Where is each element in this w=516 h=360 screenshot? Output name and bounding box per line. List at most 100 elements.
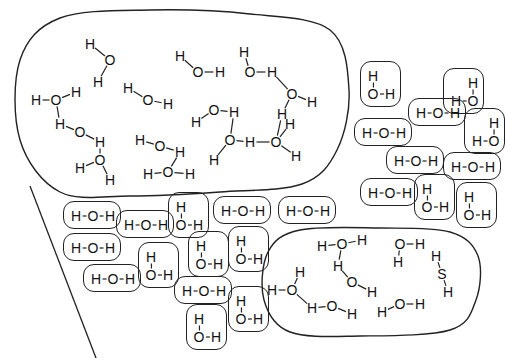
bond-line <box>103 278 107 279</box>
atom-symbol: O <box>209 103 220 117</box>
atom-symbol: H <box>146 250 156 264</box>
water-molecule: HOH <box>228 226 270 272</box>
bond-line <box>146 142 154 144</box>
molecule-bonds <box>169 193 211 239</box>
molecule-bonds <box>415 175 457 221</box>
atom-symbol: H <box>105 173 115 187</box>
atom-symbol: H <box>347 307 357 321</box>
atom-symbol: O <box>88 241 99 255</box>
atom-symbol: H <box>71 241 81 255</box>
atom-symbol: H <box>481 208 491 222</box>
atom-symbol: H <box>236 234 246 248</box>
bond-line <box>380 192 384 193</box>
bond-line <box>154 172 161 174</box>
atom-symbol: O <box>225 133 236 147</box>
atom-symbol: H <box>307 95 317 109</box>
atom-symbol: H <box>93 75 103 89</box>
atom-symbol: H <box>91 272 101 286</box>
water-molecule: HOH <box>360 61 402 107</box>
bond-line <box>174 172 183 174</box>
atom-symbol: H <box>333 259 343 273</box>
water-molecule: HOH <box>414 174 456 220</box>
bond-line <box>379 93 383 94</box>
atom-symbol: O <box>236 252 247 266</box>
bond-line <box>463 166 467 167</box>
atom-symbol: O <box>411 154 422 168</box>
atom-symbol: H <box>85 37 95 51</box>
bond-line <box>445 112 449 113</box>
atom-symbol: H <box>135 133 145 147</box>
atom-symbol: O <box>395 297 406 311</box>
atom-symbol: H <box>209 153 219 167</box>
atom-symbol: O <box>194 330 205 344</box>
atom-symbol: H <box>317 239 327 253</box>
bond-line <box>220 110 227 112</box>
bond-line <box>475 214 479 215</box>
atom-symbol: O <box>146 268 157 282</box>
molecule-bonds <box>258 224 484 338</box>
bond-line <box>207 263 211 264</box>
bond-line <box>281 146 290 153</box>
atom-symbol: O <box>368 87 379 101</box>
water-cluster: HOHHOHHOHHOHHOHHOHHOHHOHHOHHOHHOHHOHHOH <box>15 5 350 200</box>
bond-line <box>134 91 143 96</box>
bond-line <box>194 290 198 291</box>
atom-symbol: O <box>433 106 444 120</box>
atom-symbol: O <box>105 53 116 67</box>
atom-symbol: O <box>395 237 406 251</box>
water-molecule: HOH <box>443 152 501 180</box>
bond-line <box>157 274 161 275</box>
atom-symbol: O <box>51 93 62 107</box>
bond-line <box>407 303 414 304</box>
bond-line <box>100 215 104 216</box>
atom-symbol: H <box>31 93 41 107</box>
bond-line <box>318 306 325 308</box>
bond-line <box>277 120 280 135</box>
molecule-bonds <box>187 305 229 351</box>
atom-symbol: H <box>362 126 372 140</box>
bond-line <box>43 99 50 100</box>
atom-symbol: O <box>379 126 390 140</box>
atom-symbol: O <box>271 135 282 149</box>
atom-symbol: H <box>451 160 461 174</box>
atom-symbol: H <box>194 312 204 326</box>
atom-symbol: H <box>402 186 412 200</box>
atom-symbol: H <box>215 65 225 79</box>
molecule-bonds <box>189 232 231 278</box>
water-molecule: HOH <box>63 201 121 229</box>
atom-symbol: H <box>175 145 185 159</box>
atom-symbol: H <box>213 257 223 271</box>
atom-symbol: O <box>287 87 298 101</box>
atom-symbol: O <box>347 275 358 289</box>
atom-symbol: H <box>450 106 460 120</box>
bond-line <box>250 210 254 211</box>
atom-symbol: H <box>489 116 499 130</box>
atom-symbol: H <box>55 117 65 131</box>
bond-line <box>480 166 484 167</box>
bond-line <box>433 206 437 207</box>
bond-line <box>83 215 87 216</box>
atom-symbol: H <box>175 49 185 63</box>
bond-line <box>338 308 346 311</box>
bond-line <box>463 100 467 101</box>
atom-symbol: H <box>439 200 449 214</box>
water-molecule: HOH <box>408 98 466 126</box>
atom-symbol: H <box>253 312 263 326</box>
atom-symbol: H <box>75 161 85 175</box>
bond-line <box>257 141 270 142</box>
bond-line <box>315 210 319 211</box>
water-molecule: HOH <box>63 233 121 261</box>
cluster-outline <box>15 10 349 198</box>
atom-symbol: H <box>239 45 249 59</box>
bond-line <box>83 247 87 248</box>
atom-symbol: H <box>368 186 378 200</box>
atom-symbol: H <box>422 182 432 196</box>
bond-line <box>95 48 105 56</box>
atom-symbol: H <box>393 255 403 269</box>
water-molecule: HOH <box>174 276 232 304</box>
atom-symbol: H <box>472 134 482 148</box>
bond-line <box>374 132 378 133</box>
atom-symbol: H <box>286 204 296 218</box>
atom-symbol: O <box>75 125 86 139</box>
